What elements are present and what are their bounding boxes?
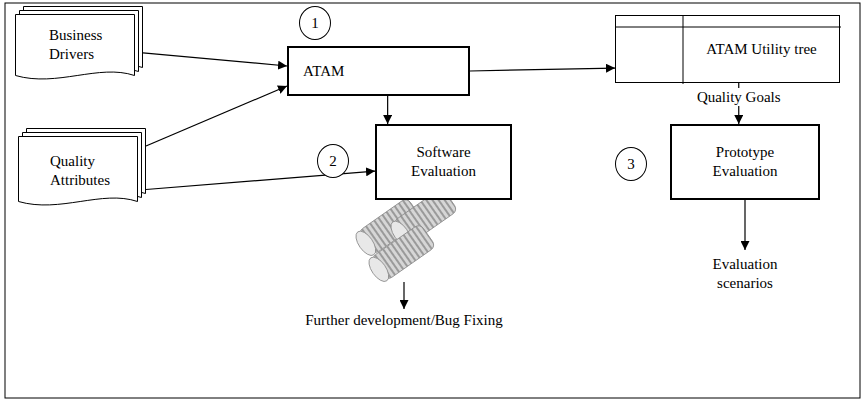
output-arrow: [744, 200, 745, 250]
callout-circle: 1: [299, 6, 331, 40]
node-text: Business Drivers: [49, 26, 129, 64]
process-box: Software Evaluation: [375, 124, 512, 200]
process-box: ATAM: [287, 46, 470, 96]
node-text: Quality Attributes: [50, 152, 132, 190]
node-text: Prototype Evaluation: [695, 143, 795, 181]
callout-circle: 2: [317, 144, 349, 178]
connector-arrow: [387, 96, 388, 124]
callout-number: 1: [311, 14, 319, 33]
gears-illustration: [352, 187, 458, 284]
connector-arrow: [143, 53, 287, 66]
callout-number: 3: [627, 155, 635, 174]
output-note: Further development/Bug Fixing: [254, 311, 554, 330]
document-stack: Quality Attributes: [18, 128, 146, 210]
output-note: Evaluation scenarios: [695, 255, 795, 293]
utility-tree-table: ATAM Utility tree: [615, 15, 840, 83]
output-arrow: [403, 282, 404, 309]
process-box: Prototype Evaluation: [670, 124, 820, 200]
outer-frame: [5, 3, 860, 398]
node-text: Software Evaluation: [394, 143, 494, 181]
node-text: ATAM Utility tree: [706, 40, 816, 59]
connector-arrow: [146, 86, 287, 146]
callout-number: 2: [329, 152, 337, 171]
connector-arrow: [470, 68, 615, 71]
document-stack-outline: [15, 6, 143, 84]
document-stack: Business Drivers: [15, 6, 143, 84]
node-text: ATAM: [303, 62, 344, 81]
edge-label: Quality Goals: [695, 88, 783, 106]
callout-circle: 3: [615, 147, 647, 181]
